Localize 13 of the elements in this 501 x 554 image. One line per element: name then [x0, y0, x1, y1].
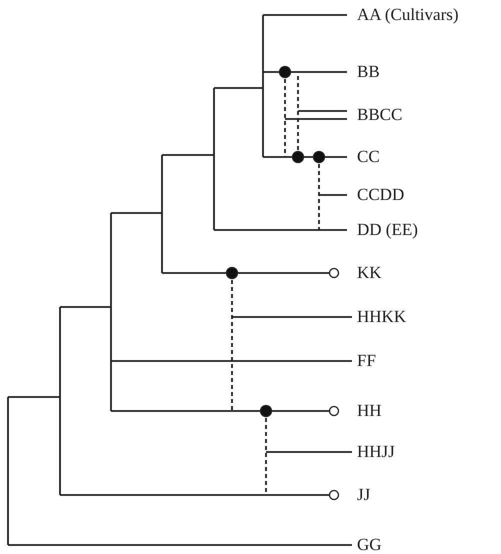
taxon-label: GG	[357, 535, 382, 554]
taxon-label: BB	[357, 62, 380, 82]
taxon-label: HHKK	[357, 307, 406, 327]
taxon-label: KK	[357, 263, 382, 283]
taxon-label: HHJJ	[357, 442, 395, 462]
taxon-label: DD (EE)	[357, 220, 418, 240]
taxon-label: FF	[357, 351, 376, 371]
taxon-label: BBCC	[357, 105, 402, 125]
taxon-label: HH	[357, 401, 382, 421]
taxon-label: JJ	[357, 485, 370, 505]
taxon-label: CC	[357, 147, 380, 167]
taxon-label: CCDD	[357, 185, 404, 205]
taxon-label: AA (Cultivars)	[357, 5, 459, 25]
